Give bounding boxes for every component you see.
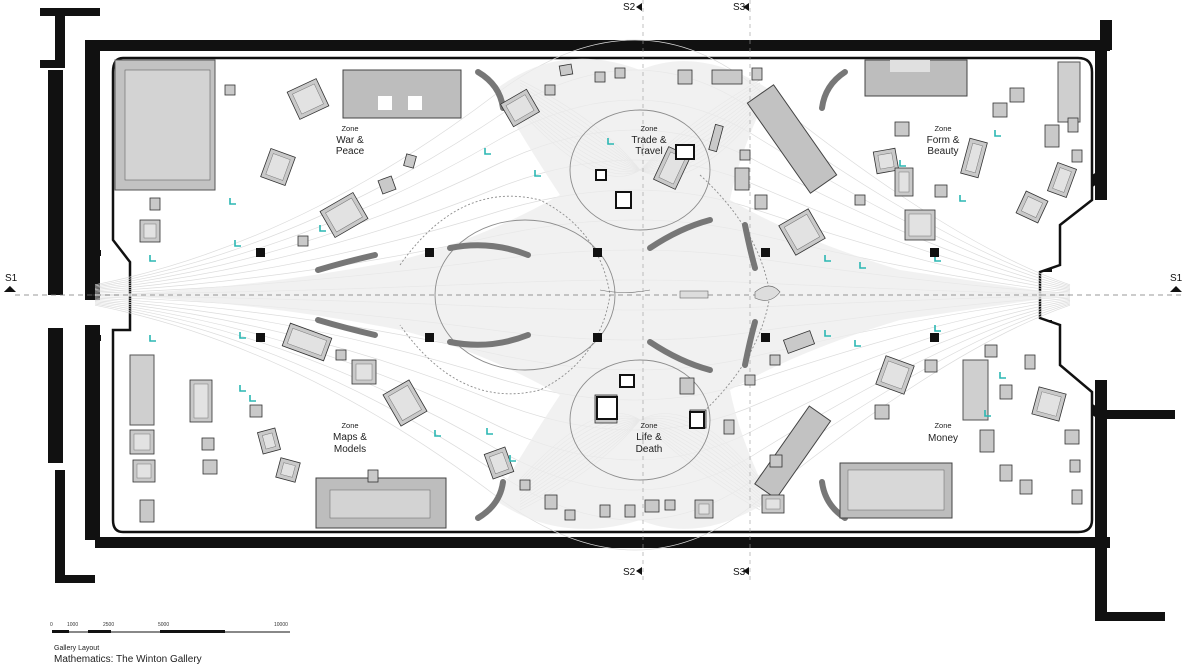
- scale-tick-2500: 2500: [103, 622, 114, 628]
- svg-text:Zone: Zone: [341, 124, 358, 133]
- svg-text:Zone: Zone: [341, 421, 358, 430]
- s2-top-label: S2: [623, 2, 636, 13]
- central-flow-area: [90, 58, 1070, 529]
- svg-text:Travel: Travel: [635, 146, 662, 157]
- scale-bar: 0 1000 2500 5000 10000: [50, 622, 290, 633]
- s3-bottom-label: S3: [733, 567, 746, 578]
- interactive-accent-markers: [149, 130, 1006, 462]
- s1-left-label: S1: [5, 273, 18, 284]
- svg-text:Form &: Form &: [927, 135, 960, 146]
- svg-text:War &: War &: [336, 135, 364, 146]
- small-display-cases: [129, 63, 1083, 523]
- scale-tick-5000: 5000: [158, 622, 169, 628]
- scale-tick-10000: 10000: [274, 622, 288, 628]
- s1-right-marker: [1170, 286, 1182, 292]
- section-markers: S1 S1 S2 S3 S2 S3: [4, 2, 1183, 578]
- s2-bottom-label: S2: [623, 567, 636, 578]
- svg-text:Zone: Zone: [640, 124, 657, 133]
- zone-life-death: Zone Life & Death: [636, 421, 663, 455]
- zone-war-peace: Zone War & Peace: [336, 124, 365, 157]
- svg-text:Models: Models: [334, 444, 366, 455]
- svg-text:Trade &: Trade &: [631, 135, 667, 146]
- zone-trade-travel: Zone Trade & Travel: [631, 124, 667, 157]
- scale-tick-0: 0: [50, 622, 53, 628]
- svg-text:Zone: Zone: [934, 124, 951, 133]
- drawing-title: Mathematics: The Winton Gallery: [54, 654, 202, 665]
- s3-top-label: S3: [733, 2, 746, 13]
- s1-right-label: S1: [1170, 273, 1183, 284]
- zone-maps-models: Zone Maps & Models: [333, 421, 367, 455]
- svg-text:Money: Money: [928, 433, 958, 444]
- svg-text:Peace: Peace: [336, 146, 365, 157]
- svg-text:Beauty: Beauty: [927, 146, 958, 157]
- curved-partitions: [315, 69, 848, 521]
- svg-text:Life &: Life &: [636, 432, 662, 443]
- zone-money: Zone Money: [928, 421, 958, 444]
- svg-text:Maps &: Maps &: [333, 432, 367, 443]
- svg-text:Zone: Zone: [640, 421, 657, 430]
- svg-text:Zone: Zone: [934, 421, 951, 430]
- central-sculpture: [599, 285, 781, 301]
- zone-form-beauty: Zone Form & Beauty: [927, 124, 960, 157]
- large-display-cases: [114, 59, 1081, 529]
- drawing-subtitle: Gallery Layout: [54, 645, 100, 652]
- structural-columns: [88, 248, 939, 342]
- scale-tick-1000: 1000: [67, 622, 78, 628]
- svg-text:Death: Death: [636, 444, 663, 455]
